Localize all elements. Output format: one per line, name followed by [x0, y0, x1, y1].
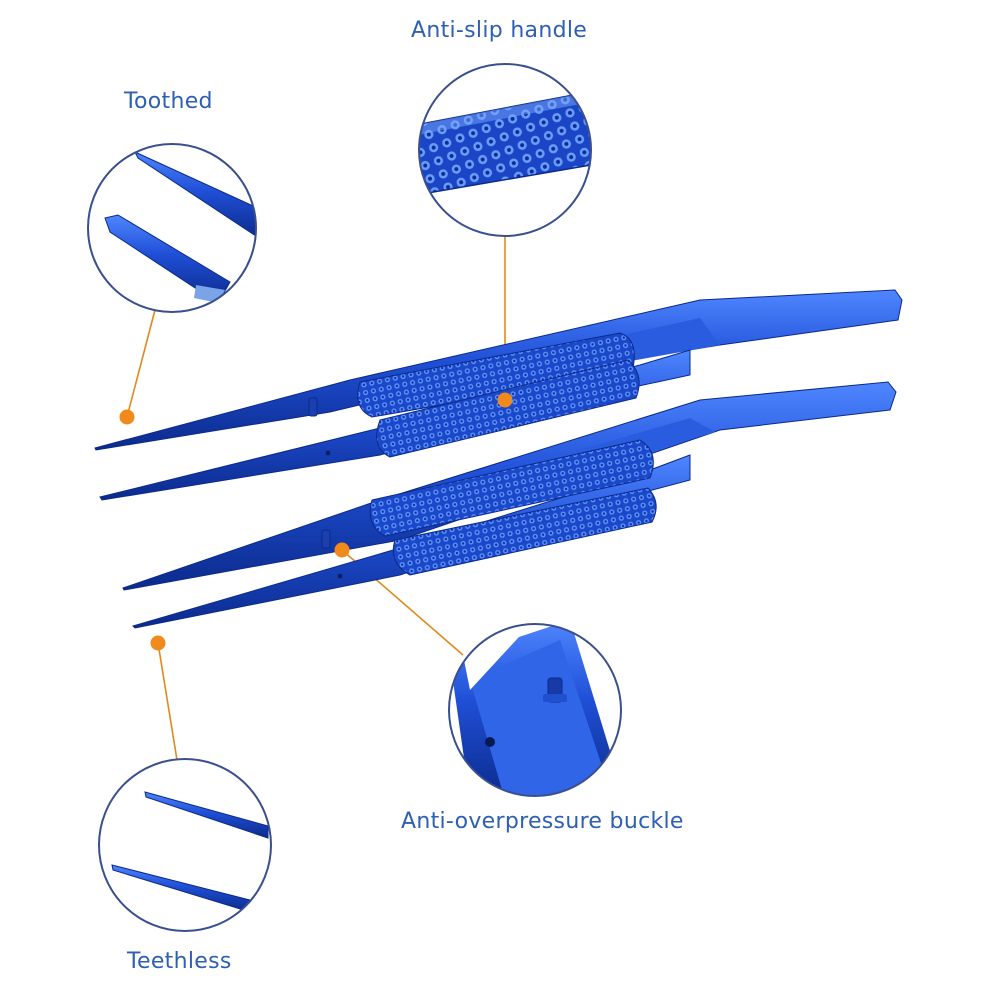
anti-overpressure-buckle-label: Anti-overpressure buckle	[401, 809, 684, 834]
knurled-handle-closeup	[418, 63, 592, 237]
buckle-pin-closeup	[448, 623, 622, 797]
teethless-tips-closeup	[98, 758, 272, 932]
lower-tweezer	[122, 381, 897, 629]
callout-dots	[119, 392, 513, 651]
toothed-tips-closeup	[87, 143, 257, 313]
upper-tweezer	[94, 289, 903, 501]
teethless-label: Teethless	[127, 949, 232, 974]
toothed-label: Toothed	[124, 89, 213, 114]
anti-slip-handle-label: Anti-slip handle	[411, 18, 588, 43]
